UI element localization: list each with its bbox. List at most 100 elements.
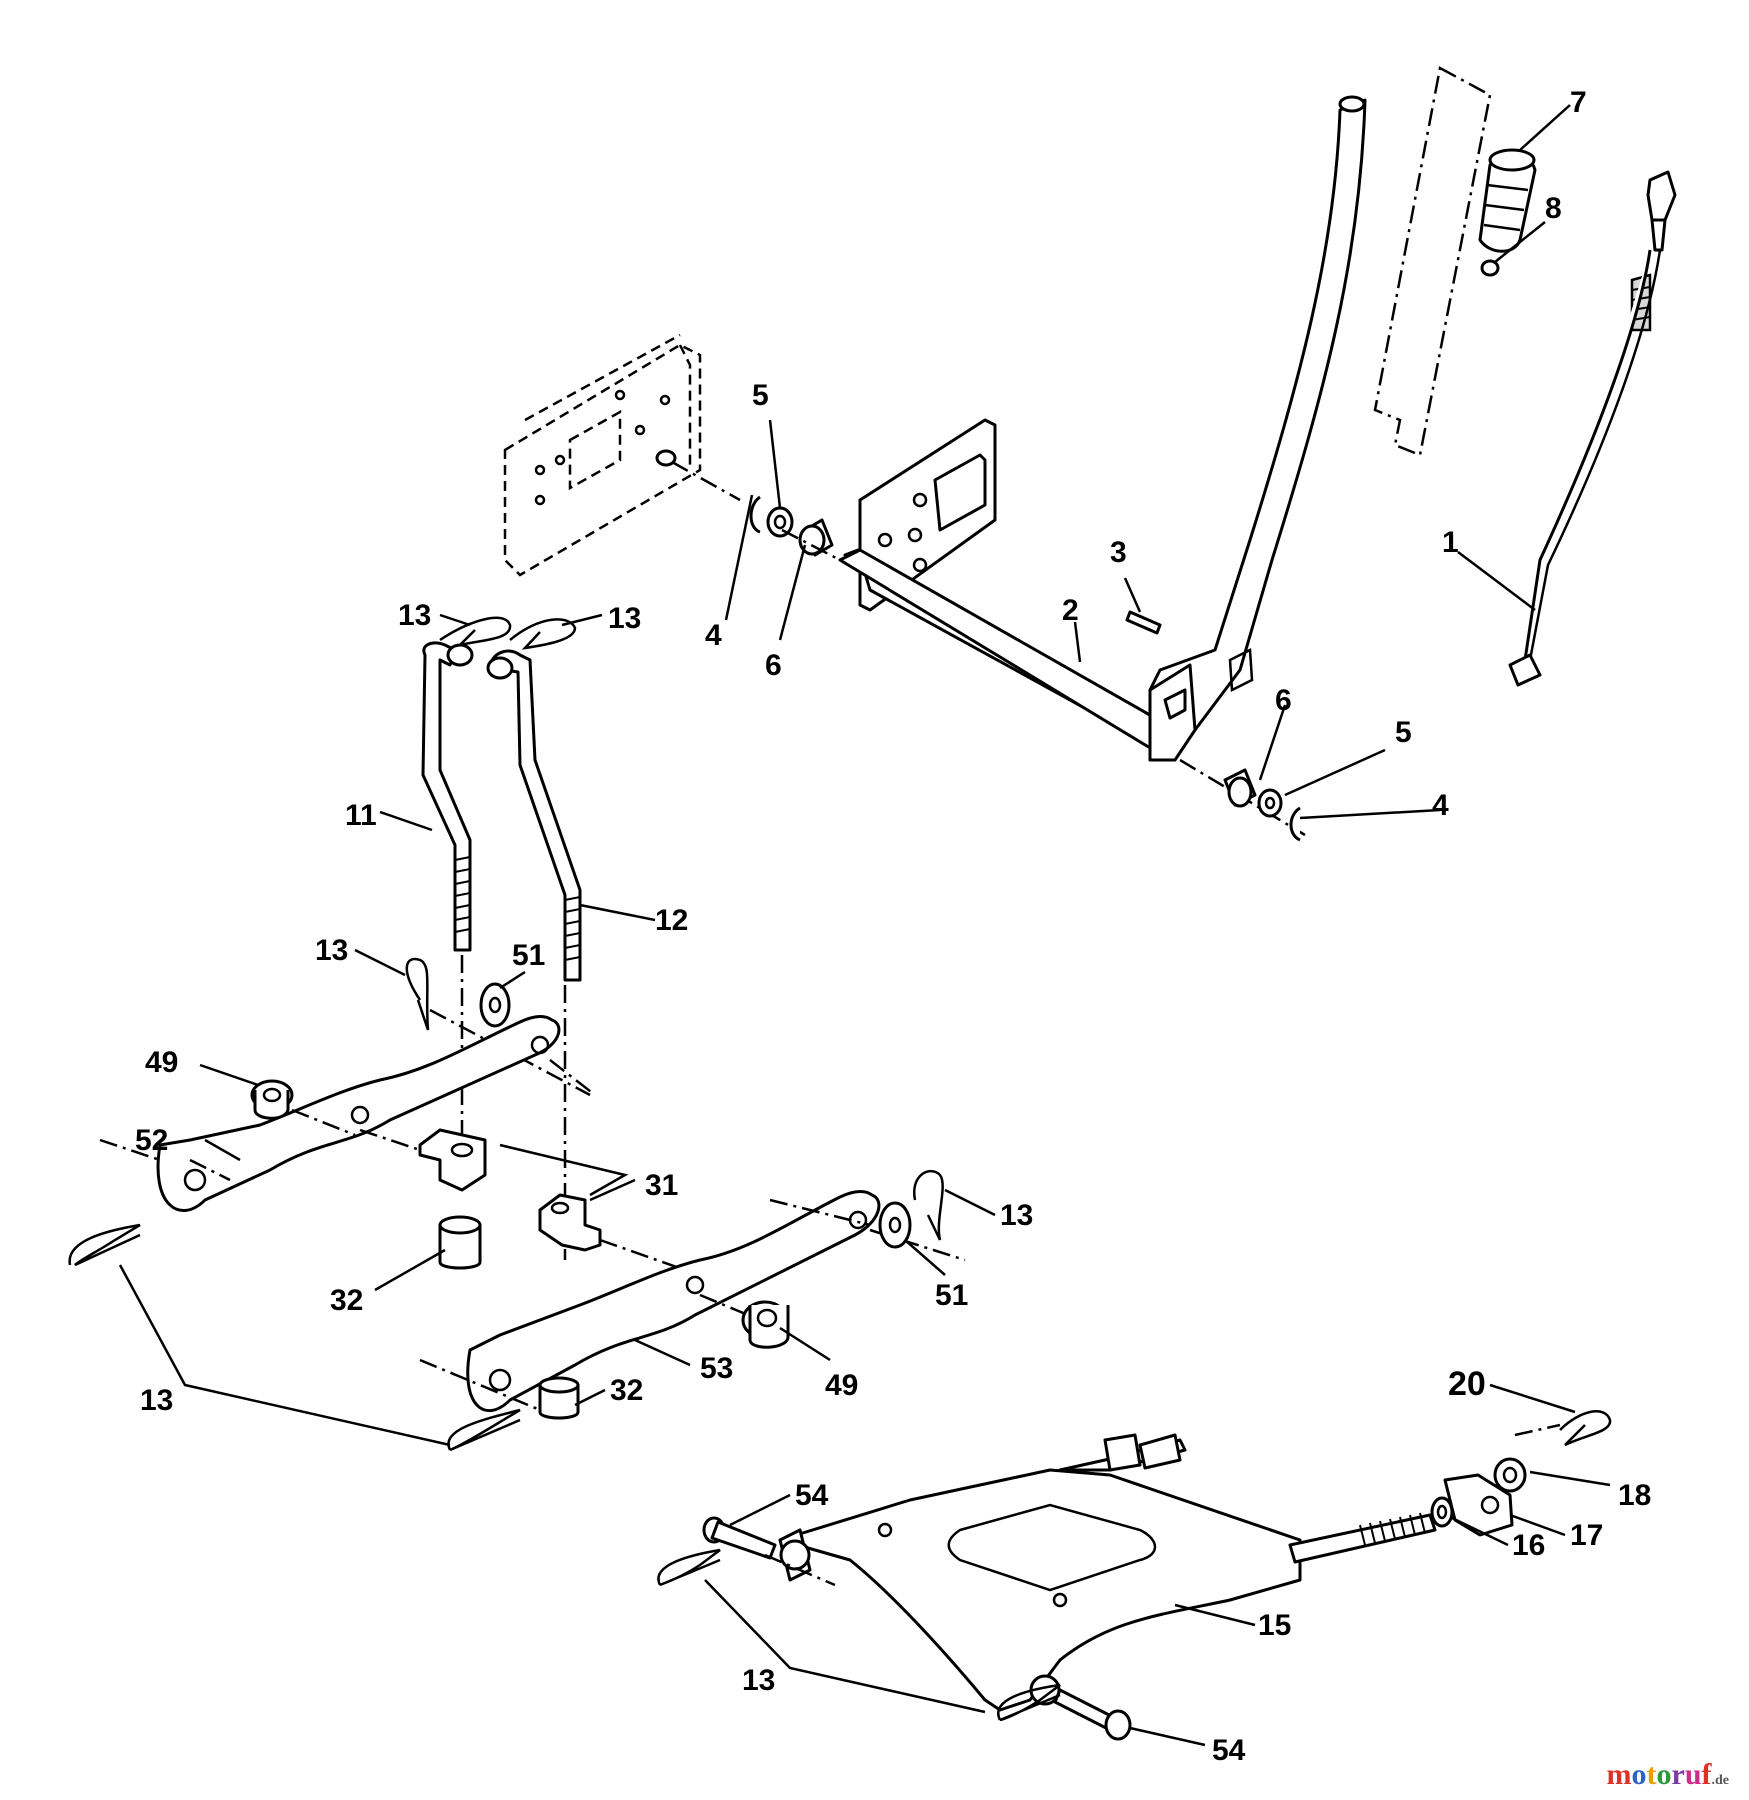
lock-nut-32-lower bbox=[538, 1376, 580, 1420]
callout-17: 17 bbox=[1570, 1519, 1603, 1552]
lift-shaft bbox=[838, 548, 1187, 762]
callout-7: 7 bbox=[1570, 86, 1587, 119]
callout-51-lower: 51 bbox=[935, 1279, 968, 1312]
clevis-pin-54-lower bbox=[1053, 1688, 1132, 1741]
hairpin-clip-right-53 bbox=[912, 1169, 944, 1241]
callout-32-lower: 32 bbox=[610, 1374, 643, 1407]
callout-15: 15 bbox=[1258, 1609, 1291, 1642]
axis-line-49-lower bbox=[699, 1293, 761, 1322]
lift-cable bbox=[1508, 170, 1677, 687]
callout-54-upper: 54 bbox=[795, 1479, 829, 1512]
callout-6-left: 6 bbox=[765, 649, 782, 682]
washer-left bbox=[766, 506, 794, 538]
washer-right bbox=[1257, 788, 1283, 818]
pivot-rod bbox=[1058, 1433, 1187, 1472]
watermark-logo: motoruf.de bbox=[1606, 1758, 1729, 1792]
callout-16: 16 bbox=[1512, 1529, 1545, 1562]
e-ring-left bbox=[749, 495, 761, 534]
hairpin-clip-15-bottom bbox=[997, 1683, 1061, 1722]
callout-52: 52 bbox=[135, 1124, 168, 1157]
callout-53: 53 bbox=[700, 1352, 733, 1385]
axis-line-52-right bbox=[549, 1059, 596, 1096]
callout-13-mid: 13 bbox=[315, 934, 348, 967]
washer-16 bbox=[1430, 1496, 1454, 1528]
lift-lever-arm bbox=[1148, 95, 1367, 762]
callout-8: 8 bbox=[1545, 192, 1562, 225]
bushing-right bbox=[1223, 768, 1257, 808]
lift-link-left bbox=[421, 641, 474, 952]
axis-line-hairpin-20 bbox=[1514, 1423, 1561, 1437]
hairpin-clip-20 bbox=[1559, 1410, 1612, 1447]
callout-31: 31 bbox=[645, 1169, 678, 1202]
callout-11: 11 bbox=[345, 799, 377, 832]
lock-nut-32-upper bbox=[438, 1215, 482, 1270]
axis-line-trunnion-upper bbox=[359, 1128, 421, 1152]
handle-grip bbox=[1478, 148, 1537, 253]
grip-nut bbox=[1480, 259, 1500, 277]
lock-nut-18 bbox=[1493, 1457, 1527, 1493]
callout-18: 18 bbox=[1618, 1479, 1651, 1512]
callout-13-top-left: 13 bbox=[398, 599, 431, 632]
callout-4-right: 4 bbox=[1432, 789, 1449, 822]
roll-pin bbox=[1125, 610, 1162, 635]
callout-4-left: 4 bbox=[705, 619, 722, 652]
callout-2: 2 bbox=[1062, 594, 1079, 627]
flange-bushing-49-lower bbox=[741, 1300, 790, 1349]
washer-51-lower bbox=[878, 1201, 912, 1249]
hairpin-clip-mid bbox=[405, 957, 430, 1031]
washer-51-upper bbox=[479, 982, 511, 1028]
watermark-letter: t bbox=[1646, 1758, 1657, 1791]
callout-49-lower: 49 bbox=[825, 1369, 858, 1402]
callout-13-top-right: 13 bbox=[608, 602, 641, 635]
watermark-letter: r bbox=[1671, 1758, 1685, 1791]
watermark-letter: f bbox=[1701, 1758, 1712, 1791]
callout-13-right: 13 bbox=[1000, 1199, 1033, 1232]
callout-51-upper: 51 bbox=[512, 939, 545, 972]
callout-32-upper: 32 bbox=[330, 1284, 363, 1317]
hairpin-clip-top-left bbox=[439, 616, 512, 648]
hairpin-clip-bottom-left bbox=[447, 1408, 521, 1452]
callout-1: 1 bbox=[1442, 526, 1459, 559]
callout-12: 12 bbox=[655, 904, 688, 937]
callout-13-lower-left: 13 bbox=[140, 1384, 173, 1417]
watermark-letter: u bbox=[1684, 1758, 1702, 1791]
flange-bushing-49-upper bbox=[250, 1079, 294, 1120]
trunnion-block-17 bbox=[1443, 1473, 1514, 1537]
handle-extension-outline bbox=[1373, 66, 1492, 457]
trunnion-lower bbox=[538, 1193, 602, 1252]
e-ring-right bbox=[1289, 806, 1301, 842]
hairpin-clip-top-right bbox=[509, 618, 577, 650]
callout-54-lower: 54 bbox=[1212, 1734, 1246, 1767]
callout-labels: 1 2 3 4 4 5 5 6 6 7 8 11 12 13 13 13 13 … bbox=[135, 86, 1651, 1767]
axis-line-52-left bbox=[189, 1158, 231, 1182]
callout-13-bottom: 13 bbox=[742, 1664, 775, 1697]
hairpin-clip-far-left bbox=[68, 1223, 141, 1267]
callout-49-upper: 49 bbox=[145, 1046, 178, 1079]
axis-line-shaft-left bbox=[781, 528, 841, 562]
watermark-suffix: .de bbox=[1711, 1773, 1730, 1788]
callout-3: 3 bbox=[1110, 536, 1127, 569]
callout-5-left: 5 bbox=[752, 379, 769, 412]
hairpin-clip-15-left bbox=[657, 1548, 721, 1587]
lift-link-right bbox=[486, 649, 582, 982]
watermark-letter: m bbox=[1606, 1758, 1632, 1791]
axis-line-53-right bbox=[769, 1198, 871, 1227]
callout-6-right: 6 bbox=[1275, 684, 1292, 717]
deck-lift-plate bbox=[778, 1468, 1302, 1712]
axis-line-trunnion-lower bbox=[599, 1238, 686, 1272]
axis-line-54-upper bbox=[764, 1553, 836, 1587]
watermark-letter: o bbox=[1631, 1758, 1647, 1791]
callout-5-right: 5 bbox=[1395, 716, 1412, 749]
mounting-plate bbox=[858, 418, 997, 612]
callout-20: 20 bbox=[1448, 1365, 1486, 1403]
axis-line-52-left-ext bbox=[99, 1138, 161, 1162]
watermark-letter: o bbox=[1656, 1758, 1672, 1791]
link-bar-53 bbox=[466, 1190, 881, 1412]
axis-line-53-left bbox=[419, 1358, 541, 1412]
adjust-rod bbox=[1288, 1512, 1437, 1564]
leader-lines bbox=[118, 104, 1611, 1747]
frame-bracket-dashed bbox=[503, 333, 741, 577]
link-bar-52 bbox=[156, 1015, 561, 1212]
axis-line-49-upper bbox=[291, 1108, 356, 1137]
